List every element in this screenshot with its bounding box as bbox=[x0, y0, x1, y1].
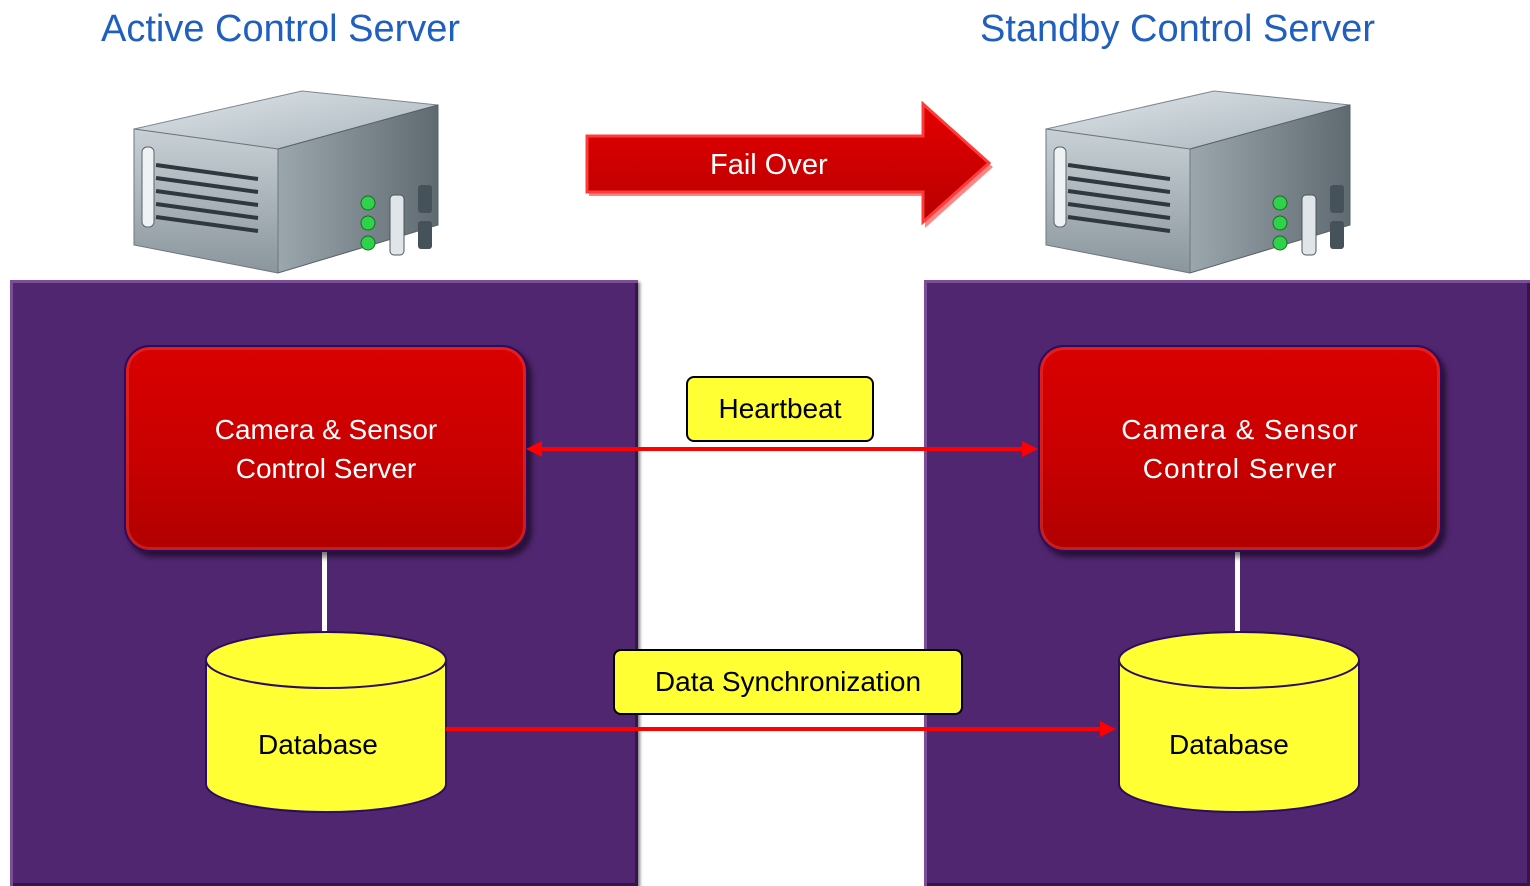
standby-database-label: Database bbox=[1169, 729, 1289, 760]
control-server-line1: Camera & Sensor bbox=[1121, 413, 1359, 445]
active-camera-sensor-control-server: Camera & Sensor Control Server bbox=[124, 345, 528, 552]
control-server-line2: Control Server bbox=[1142, 452, 1338, 484]
standby-server-title: Standby Control Server bbox=[980, 8, 1375, 50]
data-sync-arrow-icon bbox=[446, 721, 1116, 737]
control-server-line1: Camera & Sensor bbox=[214, 413, 438, 445]
data-sync-label: Data Synchronization bbox=[613, 649, 963, 715]
active-server-rack-icon bbox=[133, 90, 439, 274]
active-server-title: Active Control Server bbox=[101, 8, 461, 50]
failover-arrow-icon bbox=[585, 100, 993, 228]
standby-server-rack-icon bbox=[1045, 90, 1351, 274]
standby-camera-sensor-control-server: Camera & Sensor Control Server bbox=[1038, 345, 1442, 552]
active-database-label: Database bbox=[258, 729, 378, 760]
active-database-cylinder-icon bbox=[205, 631, 447, 813]
standby-database-cylinder-icon bbox=[1118, 631, 1360, 813]
failover-label: Fail Over bbox=[710, 149, 828, 181]
heartbeat-label: Heartbeat bbox=[686, 376, 874, 442]
control-server-line2: Control Server bbox=[235, 452, 417, 484]
heartbeat-arrow-icon bbox=[526, 441, 1038, 457]
active-connector-line bbox=[322, 548, 327, 634]
standby-connector-line bbox=[1235, 548, 1240, 634]
